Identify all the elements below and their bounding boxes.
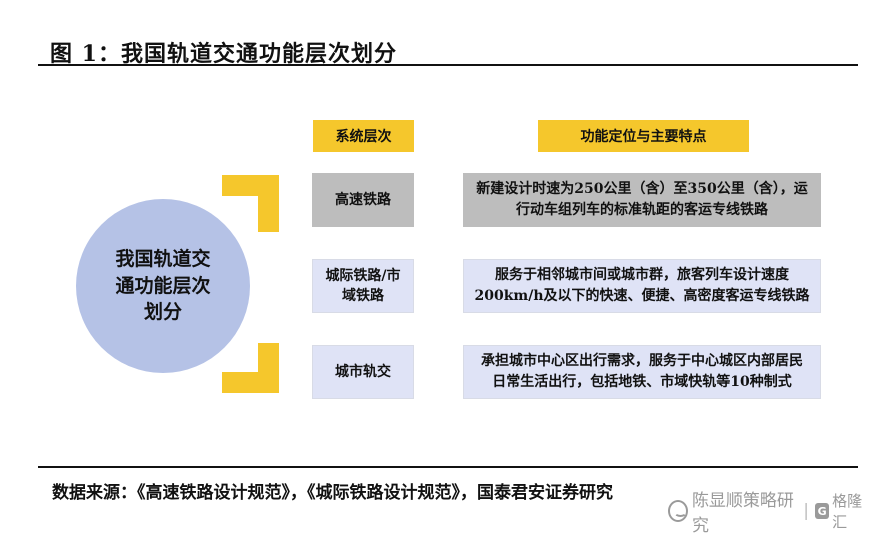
desc-line: 200km/h及以下的快速、便捷、高密度客运专线铁路 (474, 288, 810, 304)
top-rule (38, 64, 858, 66)
level-text: 高速铁路 (335, 191, 391, 208)
bottom-rule (38, 466, 858, 468)
desc-box-high-speed: 新建设计时速为250公里（含）至350公里（含），运 行动车组列车的标准轨距的客… (463, 173, 821, 227)
center-circle-text: 我国轨道交 通功能层次 划分 (108, 246, 218, 326)
desc-line: 承担城市中心区出行需求，服务于中心城区内部居民 (481, 353, 803, 369)
level-text: 域铁路 (342, 288, 384, 304)
source-note: 数据来源：《高速铁路设计规范》，《城际铁路设计规范》，国泰君安证券研究 (52, 483, 613, 503)
watermark-separator: | (803, 501, 809, 521)
desc-line: 新建设计时速为250公里（含）至350公里（含），运 (476, 181, 808, 197)
bracket-bottom (222, 343, 279, 393)
bracket-top (222, 175, 279, 232)
circle-line: 我国轨道交 (115, 248, 211, 271)
header-features: 功能定位与主要特点 (538, 120, 749, 152)
level-box-urban-rail: 城市轨交 (312, 345, 414, 399)
desc-line: 服务于相邻城市间或城市群，旅客列车设计速度 (495, 267, 789, 283)
desc-line: 行动车组列车的标准轨距的客运专线铁路 (515, 202, 768, 218)
figure-title: 图 1：我国轨道交通功能层次划分 (50, 41, 397, 67)
watermark-account: 陈显顺策略研究 (691, 491, 794, 536)
center-circle: 我国轨道交 通功能层次 划分 (76, 199, 250, 373)
watermark: 陈显顺策略研究 | G 格隆汇 (668, 491, 872, 536)
level-box-high-speed: 高速铁路 (312, 173, 414, 227)
watermark-site: 格隆汇 (832, 492, 863, 531)
level-text: 城市轨交 (335, 363, 391, 380)
wechat-icon (668, 500, 688, 522)
circle-line: 划分 (143, 301, 182, 324)
level-box-intercity: 城际铁路/市 域铁路 (312, 259, 414, 313)
header-level: 系统层次 (313, 120, 414, 152)
circle-line: 通功能层次 (115, 274, 211, 297)
gelonghui-logo-icon: G (815, 503, 830, 519)
bracket-mid (246, 272, 279, 305)
level-text: 城际铁路/市 (325, 267, 401, 284)
desc-box-intercity: 服务于相邻城市间或城市群，旅客列车设计速度 200km/h及以下的快速、便捷、高… (463, 259, 821, 313)
desc-line: 日常生活出行，包括地铁、市域快轨等10种制式 (492, 374, 792, 390)
desc-box-urban-rail: 承担城市中心区出行需求，服务于中心城区内部居民 日常生活出行，包括地铁、市域快轨… (463, 345, 821, 399)
